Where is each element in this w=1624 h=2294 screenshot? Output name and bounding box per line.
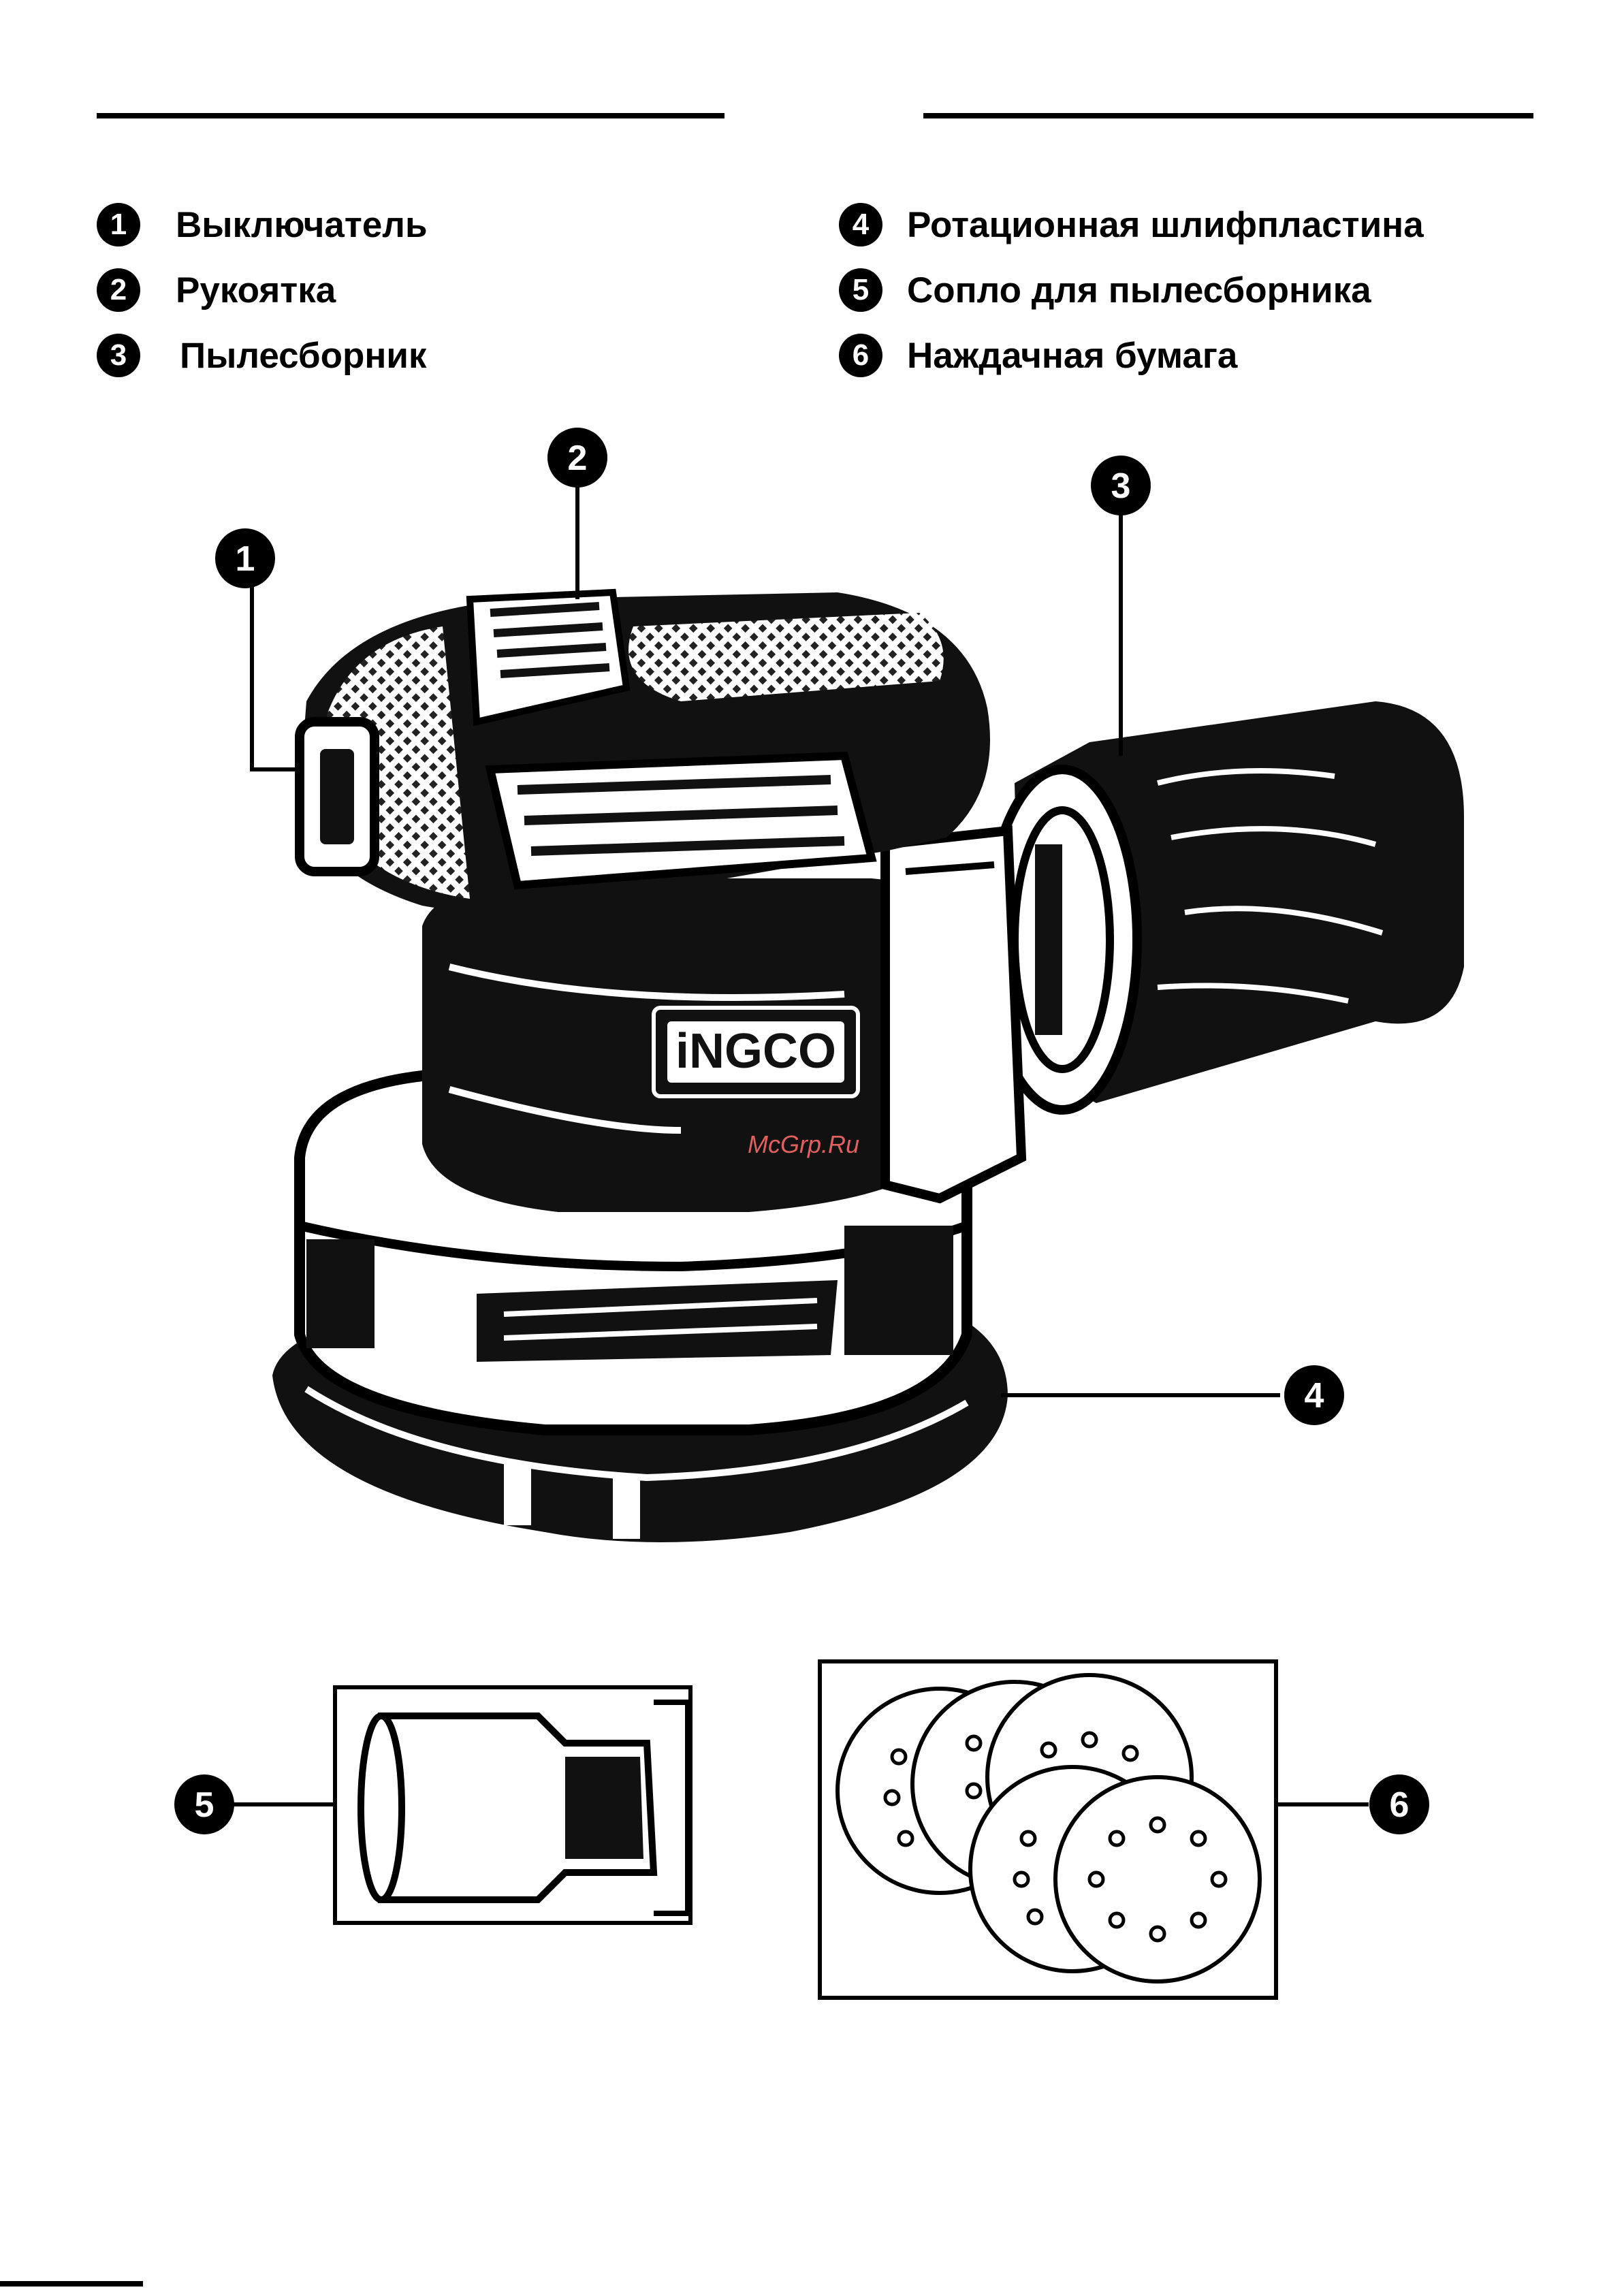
callout-3: 3 <box>1091 456 1151 515</box>
callout-2: 2 <box>547 428 607 488</box>
dust-bag <box>987 701 1464 1110</box>
brand-logo: iNGCO <box>675 1024 836 1079</box>
watermark: McGrp.Ru <box>748 1130 859 1159</box>
callout-6: 6 <box>1369 1774 1429 1834</box>
callout-number: 6 <box>1390 1785 1410 1825</box>
callout-5: 5 <box>174 1774 234 1834</box>
callout-4: 4 <box>1284 1365 1344 1425</box>
callout-number: 2 <box>568 439 588 478</box>
callout-number: 4 <box>1305 1376 1324 1416</box>
callout-number: 3 <box>1111 466 1131 506</box>
nozzle-inset <box>335 1687 690 1923</box>
callout-1: 1 <box>215 528 275 588</box>
callout-number: 1 <box>236 539 255 579</box>
sandpaper-inset <box>820 1661 1276 1998</box>
footer-rule <box>0 2281 143 2287</box>
callout-number: 5 <box>195 1785 214 1825</box>
